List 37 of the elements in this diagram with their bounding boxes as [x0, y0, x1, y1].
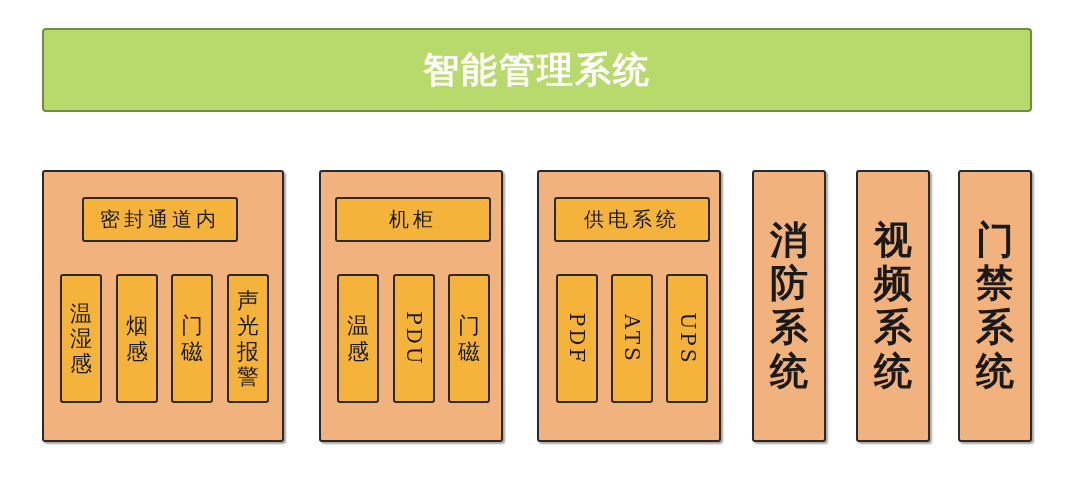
system-box: [856, 170, 930, 442]
device-box: [393, 274, 435, 403]
device-box: [337, 274, 379, 403]
heading-label: 供电系统: [584, 206, 680, 233]
system-box: [752, 170, 826, 442]
system-label: 视频系统: [874, 218, 912, 394]
group-heading: [554, 197, 710, 242]
device-box: [116, 274, 158, 403]
device-box: [611, 274, 653, 403]
device-box: [556, 274, 598, 403]
device-label: 温感: [347, 313, 369, 364]
device-box: [666, 274, 708, 403]
device-label: 门磁: [181, 313, 203, 364]
system-label: 消防系统: [770, 218, 808, 394]
device-label: 门磁: [458, 313, 480, 364]
heading-label: 机柜: [389, 206, 437, 233]
group-panel: [319, 170, 503, 442]
group-panel: [42, 170, 284, 442]
device-box: [60, 274, 102, 403]
device-box: [171, 274, 213, 403]
device-label: ATS: [620, 313, 644, 364]
group-heading: [82, 197, 238, 242]
device-label: 烟感: [126, 313, 148, 364]
banner-title: 智能管理系统: [423, 47, 651, 92]
device-box: [448, 274, 490, 403]
device-label: UPS: [675, 312, 699, 365]
device-label: 声光报警: [237, 287, 259, 390]
system-box: [958, 170, 1032, 442]
system-label: 门禁系统: [976, 218, 1014, 394]
device-label: 温湿感: [70, 300, 92, 377]
device-box: [227, 274, 269, 403]
title-banner: [42, 28, 1032, 112]
heading-label: 密封通道内: [100, 206, 220, 233]
device-label: PDU: [402, 310, 426, 367]
group-heading: [335, 197, 491, 242]
device-label: PDF: [565, 312, 589, 365]
group-panel: [537, 170, 721, 442]
